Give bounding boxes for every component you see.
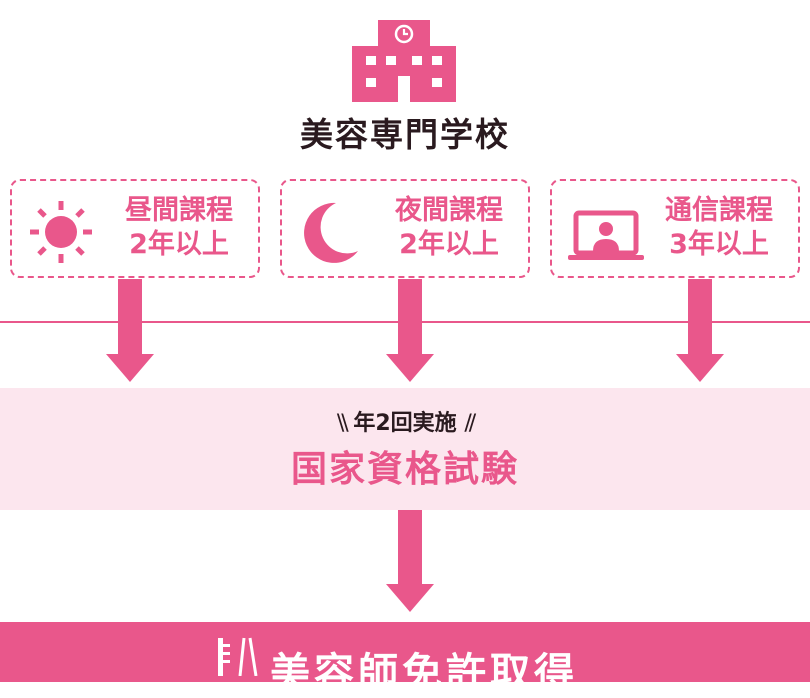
course-daytime-duration: 2年以上 — [129, 229, 229, 260]
school-building-icon — [352, 20, 456, 102]
arrow-night — [386, 279, 434, 382]
course-night: 夜間課程 2年以上 — [280, 179, 530, 278]
backslash-mark: \\ — [336, 411, 349, 436]
exam-band — [0, 388, 810, 510]
course-night-duration: 2年以上 — [399, 229, 499, 260]
course-night-name: 夜間課程 — [395, 195, 503, 226]
course-correspondence: 通信課程 3年以上 — [550, 179, 800, 278]
moon-icon — [304, 202, 358, 263]
arrow-exam — [386, 510, 434, 612]
license-title: 美容師免許取得 — [270, 650, 578, 696]
exam-title: 国家資格試験 — [290, 449, 519, 490]
license-band — [0, 622, 810, 682]
arrow-daytime — [106, 279, 154, 382]
comb-scissors-icon — [218, 637, 258, 676]
course-correspondence-name: 通信課程 — [665, 195, 773, 226]
school-title: 美容専門学校 — [300, 115, 510, 154]
laptop-user-icon — [568, 210, 644, 260]
sun-icon — [30, 201, 92, 263]
course-daytime-name: 昼間課程 — [125, 195, 233, 226]
exam-frequency: \\ 年2回実施 // — [0, 405, 810, 437]
course-correspondence-duration: 3年以上 — [669, 229, 769, 260]
exam-frequency-text: 年2回実施 — [353, 411, 457, 436]
slash-mark: // — [464, 411, 476, 436]
arrow-correspondence — [676, 279, 724, 382]
course-daytime: 昼間課程 2年以上 — [10, 179, 260, 278]
